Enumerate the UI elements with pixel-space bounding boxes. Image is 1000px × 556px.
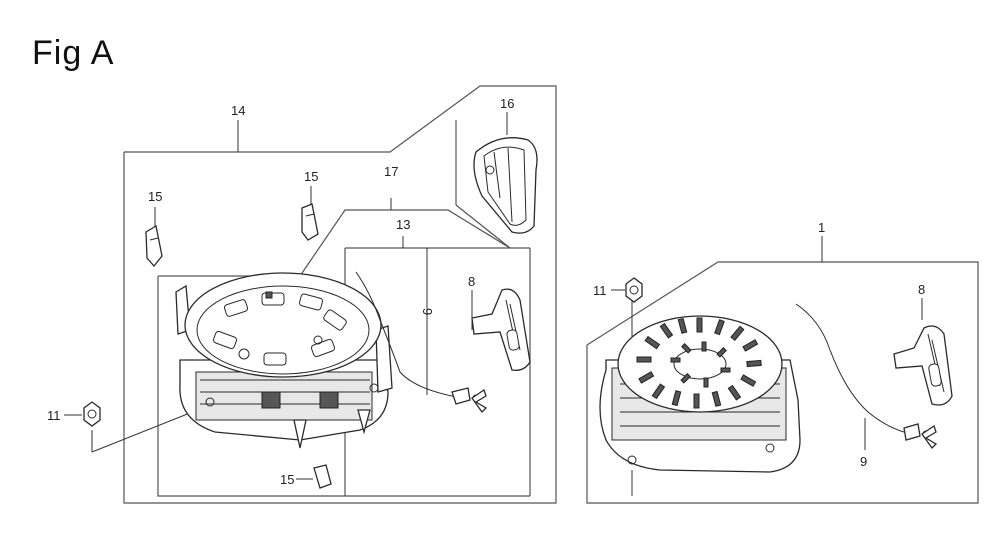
callout-13: 13 xyxy=(396,217,410,232)
left-starter-housing xyxy=(175,272,393,449)
right-starter-vent-slots xyxy=(636,317,762,409)
right-starter-housing xyxy=(599,315,801,473)
part-9-rope-right xyxy=(795,303,938,450)
part-15-pawl-mid xyxy=(301,203,319,241)
part-16-cover xyxy=(473,137,538,234)
callout-11-right: 11 xyxy=(593,283,607,298)
callout-15-bottom: 15 xyxy=(280,472,294,487)
callout-8-right: 8 xyxy=(918,282,925,297)
callout-15-top-left: 15 xyxy=(148,189,162,204)
part-8-handle-left xyxy=(471,288,531,371)
part-11-nut-right xyxy=(625,277,643,303)
part-8-handle-right xyxy=(893,325,953,406)
part-15-pawl-left xyxy=(145,224,163,268)
callout-1: 1 xyxy=(818,220,825,235)
frame-assembly-1 xyxy=(586,261,979,504)
callout-14: 14 xyxy=(231,103,245,118)
callout-9-left: 9 xyxy=(420,308,435,315)
callout-17: 17 xyxy=(384,164,398,179)
callout-labels: 14 16 15 15 17 13 8 9 11 15 1 11 8 9 xyxy=(47,96,925,487)
callout-16: 16 xyxy=(500,96,514,111)
callout-11-left: 11 xyxy=(47,408,61,423)
part-11-nut-left xyxy=(83,401,101,427)
callout-9-right: 9 xyxy=(860,454,867,469)
figure-title: Fig A xyxy=(32,34,115,72)
part-15-pawl-bottom xyxy=(313,464,332,489)
callout-15-top-mid: 15 xyxy=(304,169,318,184)
part-9-rope-left xyxy=(355,271,488,414)
callout-8-left: 8 xyxy=(468,274,475,289)
leader-lines xyxy=(64,112,923,496)
